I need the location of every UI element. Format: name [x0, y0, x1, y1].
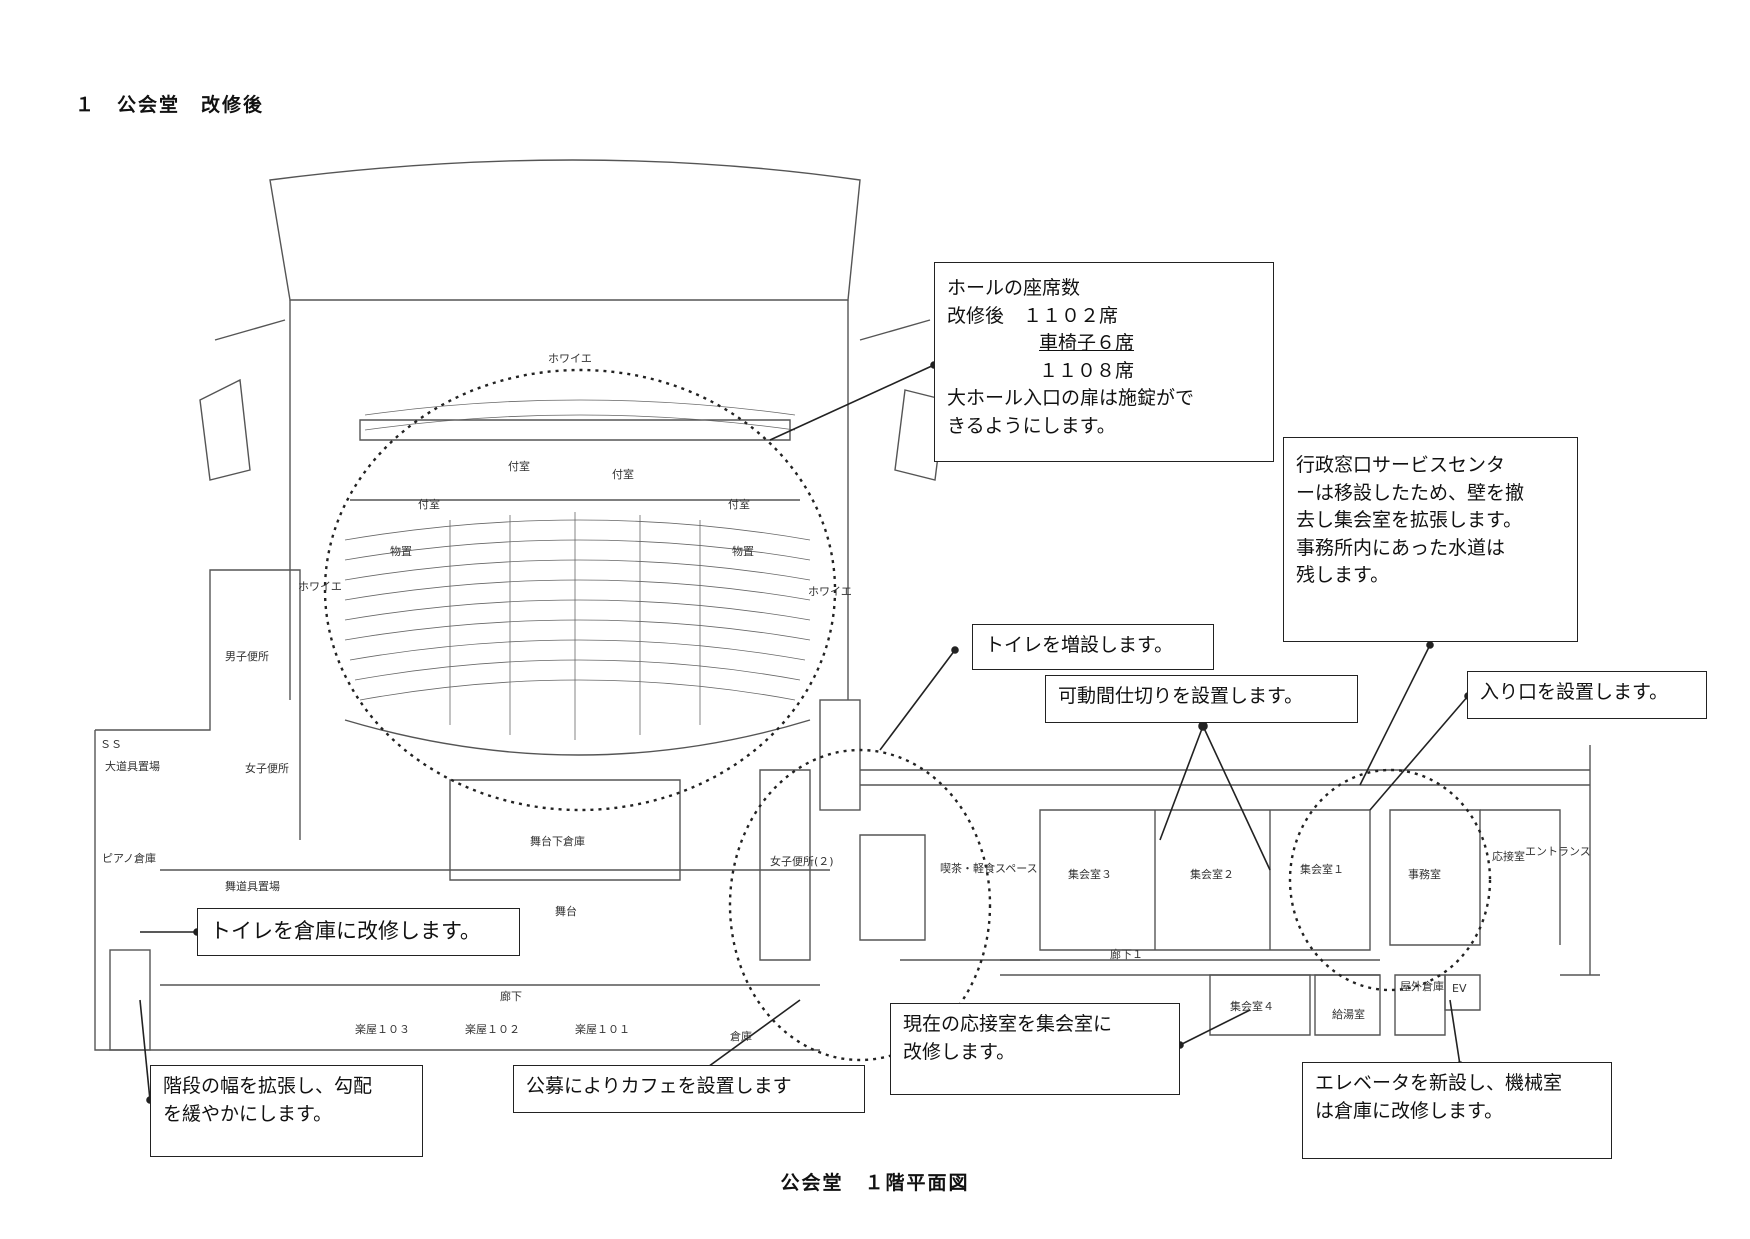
- callout-stairs: 階段の幅を拡張し、勾配 を緩やかにします。: [150, 1065, 423, 1157]
- label-meeting4: 集会室４: [1230, 999, 1274, 1013]
- callout-reception: 現在の応接室を集会室に 改修します。: [890, 1003, 1180, 1095]
- label-ss: ＳＳ: [100, 738, 122, 751]
- label-storage: 倉庫: [730, 1029, 752, 1043]
- label-stage: 舞台: [555, 904, 577, 918]
- label-fuku-left: 付室: [418, 497, 440, 511]
- figure-caption: 公会堂 １階平面図: [780, 1172, 970, 1194]
- callout-cafe: 公募によりカフェを設置します: [513, 1065, 865, 1113]
- label-entrance-hall: エントランス: [1525, 845, 1591, 858]
- label-meeting3: 集会室３: [1068, 867, 1112, 881]
- label-piano: ピアノ倉庫: [102, 851, 156, 865]
- label-foyer-left: ホワイエ: [298, 580, 342, 593]
- label-kitchen: 給湯室: [1332, 1007, 1365, 1021]
- callout-entrance: 入り口を設置します。: [1467, 671, 1707, 719]
- label-corridor: 廊下: [500, 989, 522, 1003]
- callout-service-center: 行政窓口サービスセンタ ーは移設したため、壁を撤 去し集会室を拡張します。 事務…: [1283, 437, 1578, 642]
- callout-seats: ホールの座席数 改修後 １１０２席 車椅子６席 １１０８席 大ホール入口の扉は施…: [934, 262, 1274, 462]
- label-men-wc-left: 男子便所: [225, 650, 269, 663]
- label-foyer-top: ホワイエ: [548, 352, 592, 365]
- label-dressing101: 楽屋１０１: [575, 1023, 630, 1036]
- label-women-wc-left: 女子便所: [245, 761, 289, 775]
- label-dressing102: 楽屋１０２: [465, 1023, 520, 1036]
- label-cafe-space: 喫茶・軽食スペース: [940, 861, 1038, 875]
- highlight-circles: [323, 368, 1492, 1062]
- page-heading: １ 公会堂 改修後: [75, 94, 265, 116]
- seating-area: [344, 399, 811, 740]
- callout-toilet-storage: トイレを倉庫に改修します。: [197, 908, 520, 956]
- label-fuku-center: 付室: [508, 459, 530, 473]
- callout-elevator: エレベータを新設し、機械室 は倉庫に改修します。: [1302, 1062, 1612, 1159]
- label-women-wc-mid: 女子便所(２): [770, 854, 834, 868]
- label-storage-left: 物置: [390, 544, 412, 558]
- callout-toilet-add: トイレを増設します。: [972, 624, 1214, 670]
- label-foyer-right: ホワイエ: [808, 585, 852, 598]
- label-storage-right: 物置: [732, 544, 754, 558]
- label-ev: EV: [1452, 982, 1467, 995]
- label-under-stage: 舞台下倉庫: [530, 834, 585, 848]
- label-corridor1: 廊下１: [1110, 947, 1143, 961]
- label-office: 事務室: [1408, 867, 1441, 881]
- label-small-props: 舞道具置場: [225, 879, 280, 893]
- label-meeting1: 集会室１: [1300, 862, 1344, 876]
- label-outdoor-storage: 屋外倉庫: [1400, 979, 1444, 993]
- label-reception-room: 応接室: [1492, 849, 1525, 863]
- label-dressing103: 楽屋１０３: [355, 1023, 410, 1036]
- label-large-props: 大道具置場: [105, 759, 160, 773]
- callout-pointers: [139, 361, 1472, 1104]
- callout-partition: 可動間仕切りを設置します。: [1045, 675, 1358, 723]
- hall-structure: [94, 159, 1600, 1051]
- label-meeting2: 集会室２: [1190, 867, 1234, 881]
- label-fuku-right: 付室: [728, 497, 750, 511]
- label-fuku-mid: 付室: [612, 467, 634, 481]
